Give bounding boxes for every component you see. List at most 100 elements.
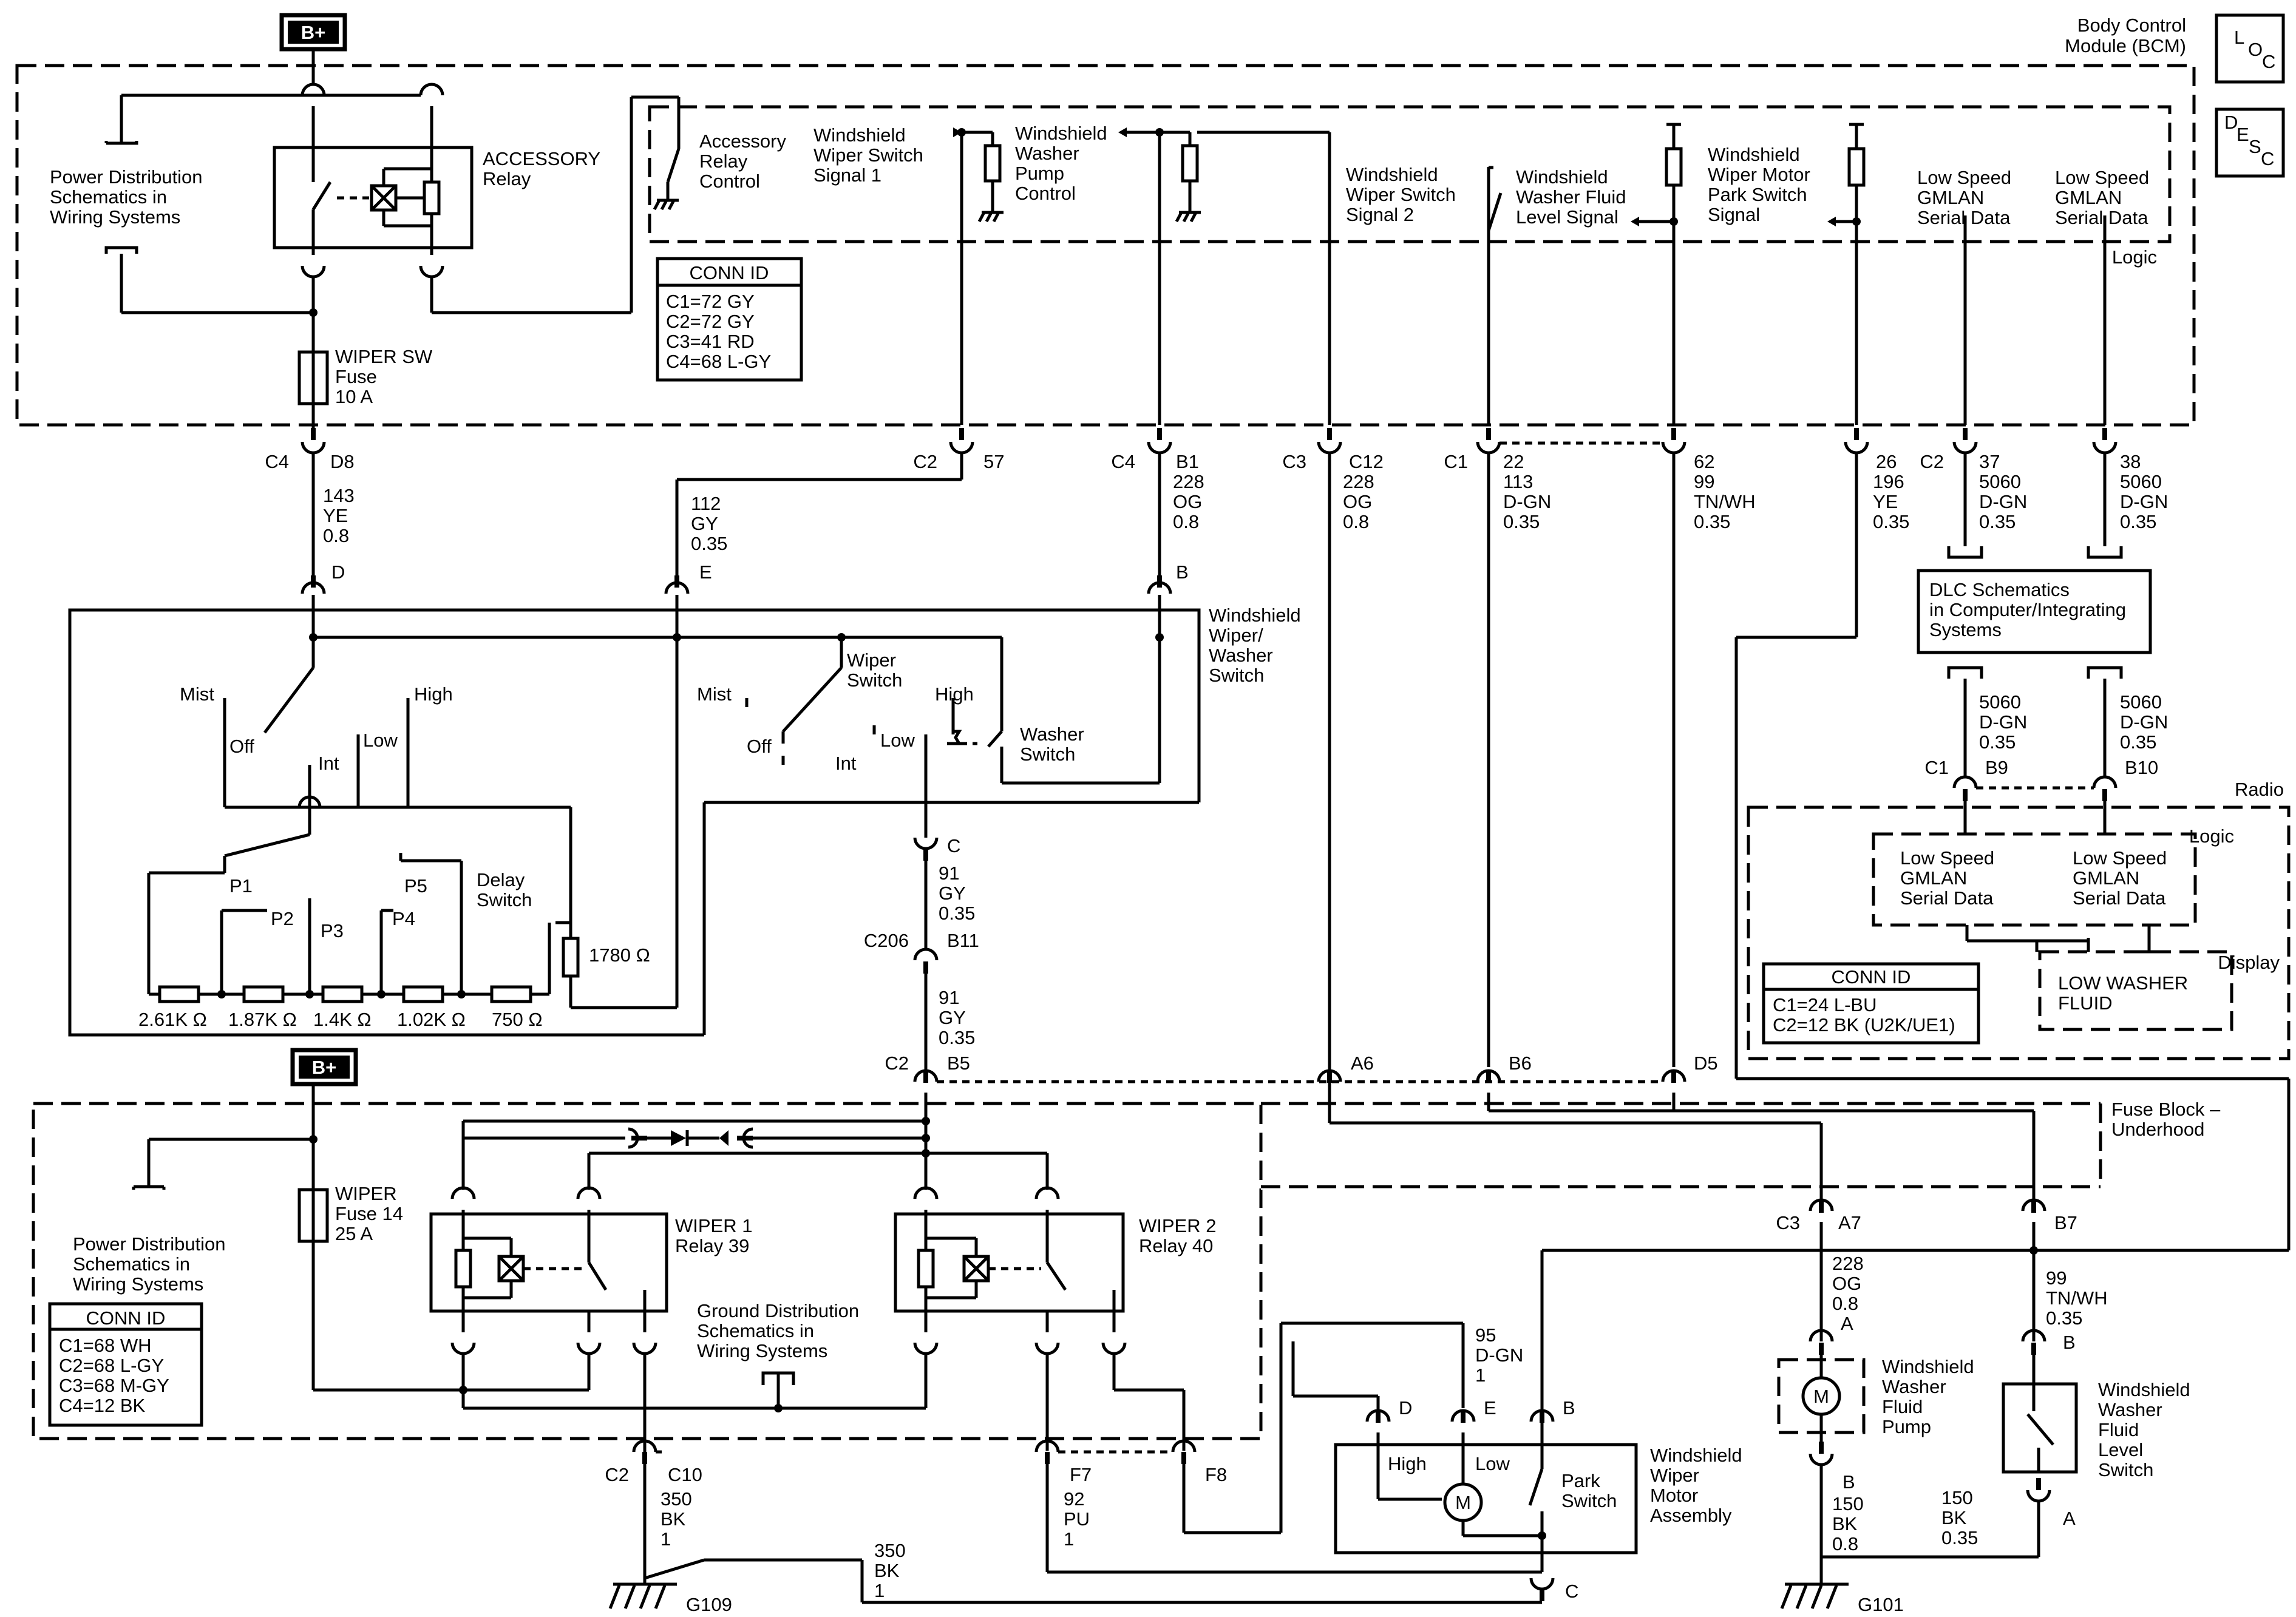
a7-color: OG <box>1832 1273 1861 1294</box>
g109b-size: 1 <box>874 1580 885 1601</box>
resistor-5: 750 Ω <box>492 1009 543 1030</box>
w6-pin: 22 <box>1503 451 1524 472</box>
b7-pin2: B <box>2063 1332 2076 1353</box>
fb-conn-3: C3=68 M-GY <box>59 1375 169 1396</box>
bcm-conn-1: C1=72 GY <box>666 291 755 312</box>
fb-conn-2: C2=68 L-GY <box>59 1355 164 1376</box>
w5-conn: C3 <box>1282 451 1306 472</box>
dlc-3: Systems <box>1929 619 2002 640</box>
c206-color2: GY <box>939 1007 966 1028</box>
motor-high: High <box>1388 1453 1427 1474</box>
switch-title-4: Switch <box>1209 665 1264 686</box>
resistor-3: 1.4K Ω <box>313 1009 372 1030</box>
c206-color: GY <box>939 883 966 904</box>
radio-logic: Logic <box>2189 825 2234 847</box>
pump-pin: B <box>1843 1471 1855 1493</box>
w3-pin: 57 <box>983 451 1004 472</box>
bcm-pds-1: Power Distribution <box>50 166 203 188</box>
w1-pin: D8 <box>330 451 355 472</box>
bcm-pds-symbol-top <box>104 141 138 145</box>
w2-pin2: E <box>699 561 712 583</box>
level-switch-2: Washer <box>2098 1399 2162 1420</box>
washer-pump-control-1: Windshield <box>1015 123 1107 144</box>
radio-gmlan-b-3: Serial Data <box>2073 887 2166 909</box>
wiper-sw-fuse-2: Fuse <box>335 366 377 387</box>
park-switch-1: Park <box>1561 1470 1600 1491</box>
r1780-label: 1780 Ω <box>589 944 650 966</box>
fluid-level-signal-2: Washer Fluid <box>1516 186 1626 208</box>
dlc-out2-circuit: 5060 <box>2120 691 2162 713</box>
w9-conn: C2 <box>1920 451 1944 472</box>
pump-color: BK <box>1832 1513 1858 1534</box>
w6-conn: C1 <box>1444 451 1468 472</box>
w2-color: GY <box>691 513 718 534</box>
park-switch-signal-3: Park Switch <box>1708 184 1807 205</box>
pump-title-2: Washer <box>1882 1376 1946 1397</box>
radio-title: Radio <box>2235 779 2284 800</box>
bcm-outline <box>15 64 2196 427</box>
w4-pin2: B <box>1176 561 1189 583</box>
fb-bottom-f8: F8 <box>1205 1464 1227 1485</box>
wiper-fuse-14-3: 25 A <box>335 1223 373 1244</box>
w10-size: 0.35 <box>2120 511 2156 532</box>
a7-pin: A7 <box>1838 1212 1861 1233</box>
radio-gmlan-b-2: GMLAN <box>2073 867 2139 889</box>
level-switch-1: Windshield <box>2098 1379 2190 1400</box>
b7-pin: B7 <box>2054 1212 2077 1233</box>
switch-high2: High <box>935 683 974 705</box>
wiper-switch-signal1-3: Signal 1 <box>813 164 881 186</box>
switch-title-3: Washer <box>1209 645 1273 666</box>
radio-logic-outline <box>1872 832 2197 927</box>
dlc-2: in Computer/Integrating <box>1929 599 2126 620</box>
bcm-gmlan-b-3: Serial Data <box>2055 207 2148 228</box>
bcm-logic-label: Logic <box>2112 246 2157 268</box>
switch-p1: P1 <box>229 875 253 897</box>
wiper-switch-signal1-1: Windshield <box>813 124 906 146</box>
b7-color: TN/WH <box>2046 1287 2108 1309</box>
motor-wire-circuit: 95 <box>1475 1324 1496 1346</box>
resistor-1: 2.61K Ω <box>138 1009 207 1030</box>
switch-p4: P4 <box>392 908 415 929</box>
delay-switch-2: Switch <box>477 889 532 910</box>
f7-circuit: 92 <box>1064 1488 1084 1510</box>
wiper-sw-fuse-3: 10 A <box>335 386 373 407</box>
fuse-block-title-1: Fuse Block – <box>2111 1099 2221 1120</box>
motor-pin-c: C <box>1565 1581 1578 1602</box>
bcm-conn-3: C3=41 RD <box>666 331 755 352</box>
wiper-fuse-14-1: WIPER <box>335 1183 397 1204</box>
motor-title-2: Wiper <box>1650 1465 1699 1486</box>
acc-relay-control-2: Relay <box>699 151 748 172</box>
level-switch-5: Switch <box>2098 1459 2153 1480</box>
w1-conn: C4 <box>265 451 289 472</box>
relay2-label-1: WIPER 2 <box>1139 1215 1216 1236</box>
switch-title-1: Windshield <box>1209 605 1301 626</box>
level-switch-4: Level <box>2098 1439 2143 1460</box>
delay-switch-1: Delay <box>477 869 525 890</box>
accessory-relay-label-2: Relay <box>483 168 531 189</box>
wiper-sw-fuse-1: WIPER SW <box>335 346 433 367</box>
w10-pin: 38 <box>2120 451 2141 472</box>
bcm-gmlan-a-1: Low Speed <box>1917 167 2011 188</box>
fuse-block-title-2: Underhood <box>2111 1119 2204 1140</box>
fb-bottom-f7: F7 <box>1070 1464 1092 1485</box>
motor-wire-color: D-GN <box>1475 1344 1523 1366</box>
w4-color: OG <box>1173 491 1202 512</box>
relay1-label-1: WIPER 1 <box>675 1215 752 1236</box>
wiper-switch-1: Wiper <box>847 649 896 671</box>
switch-high: High <box>414 683 453 705</box>
switch-off: Off <box>229 736 254 757</box>
w2-size: 0.35 <box>691 533 727 554</box>
radio-conn-2: C2=12 BK (U2K/UE1) <box>1773 1014 1955 1036</box>
switch-p5: P5 <box>404 875 427 897</box>
w1-color: YE <box>323 505 348 526</box>
relay2-label-2: Relay 40 <box>1139 1235 1213 1256</box>
switch-mist: Mist <box>180 683 214 705</box>
gds-2: Schematics in <box>697 1320 814 1341</box>
w6-size: 0.35 <box>1503 511 1540 532</box>
c206-circuit2: 91 <box>939 987 959 1008</box>
dlc-out1-size: 0.35 <box>1979 731 2016 753</box>
loc-o: O <box>2248 39 2263 60</box>
c206-circuit: 91 <box>939 863 959 884</box>
wiper-switch-2: Switch <box>847 670 902 691</box>
w8-size: 0.35 <box>1873 511 1909 532</box>
